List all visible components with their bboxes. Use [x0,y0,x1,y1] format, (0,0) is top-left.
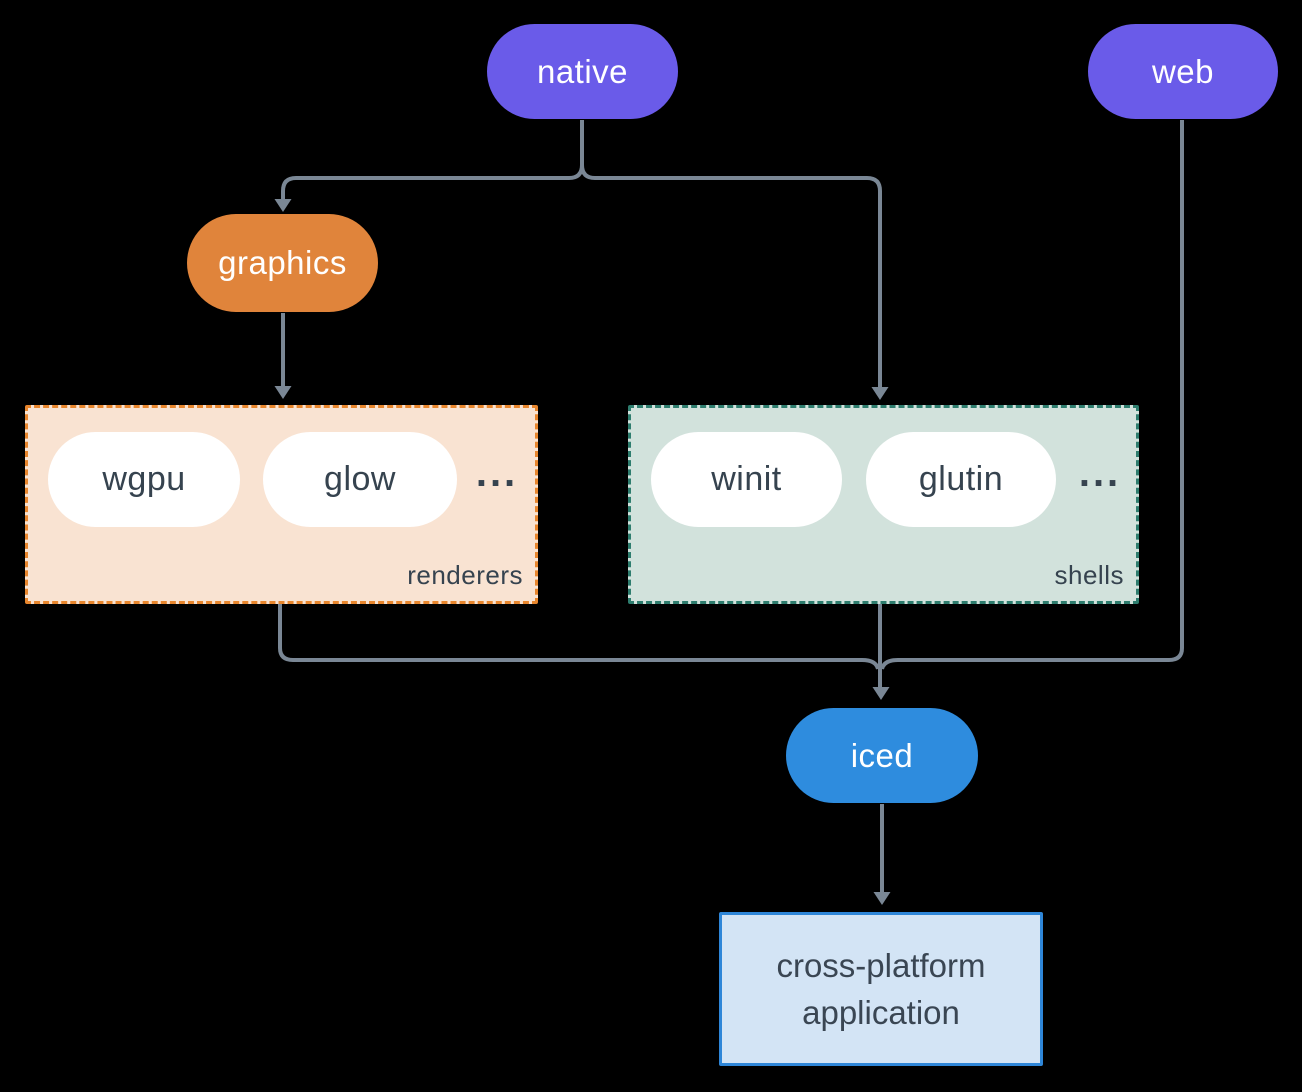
renderers-ellipsis: ... [475,450,519,495]
node-iced-label: iced [850,736,914,774]
shells-ellipsis: ... [1078,450,1122,495]
node-winit: winit [651,432,842,527]
connector-native-to-shells [580,164,882,388]
arrowhead-to-iced [872,687,890,700]
node-glutin-label: glutin [918,460,1004,498]
node-web: web [1088,24,1278,119]
renderers-group-label: renderers [407,560,523,590]
arrowhead-to-shells [871,387,889,400]
node-glow-label: glow [324,460,396,498]
node-graphics-label: graphics [218,244,347,281]
node-iced: iced [786,708,978,803]
connector-native-to-graphics [281,164,584,200]
node-glutin: glutin [866,432,1056,527]
application-label-line2: application [802,994,960,1031]
node-cross-platform-application: cross-platform application [719,912,1043,1066]
arrowhead-to-application [873,892,891,905]
node-winit-label: winit [711,460,782,498]
shells-group-label: shells [1054,560,1124,590]
arrowhead-to-renderers [274,386,292,399]
connector-renderers-to-iced [278,598,880,670]
node-graphics: graphics [187,214,378,312]
application-label-line1: cross-platform [776,947,986,984]
arrowhead-to-graphics [274,199,292,212]
node-wgpu: wgpu [48,432,240,527]
connector-web-to-iced [880,120,1184,670]
node-web-label: web [1151,52,1215,90]
group-shells: winit glutin ... shells [628,405,1139,604]
node-native: native [487,24,678,119]
node-native-label: native [536,52,629,90]
group-renderers: wgpu glow ... renderers [25,405,538,604]
node-glow: glow [263,432,457,527]
node-wgpu-label: wgpu [102,460,186,498]
